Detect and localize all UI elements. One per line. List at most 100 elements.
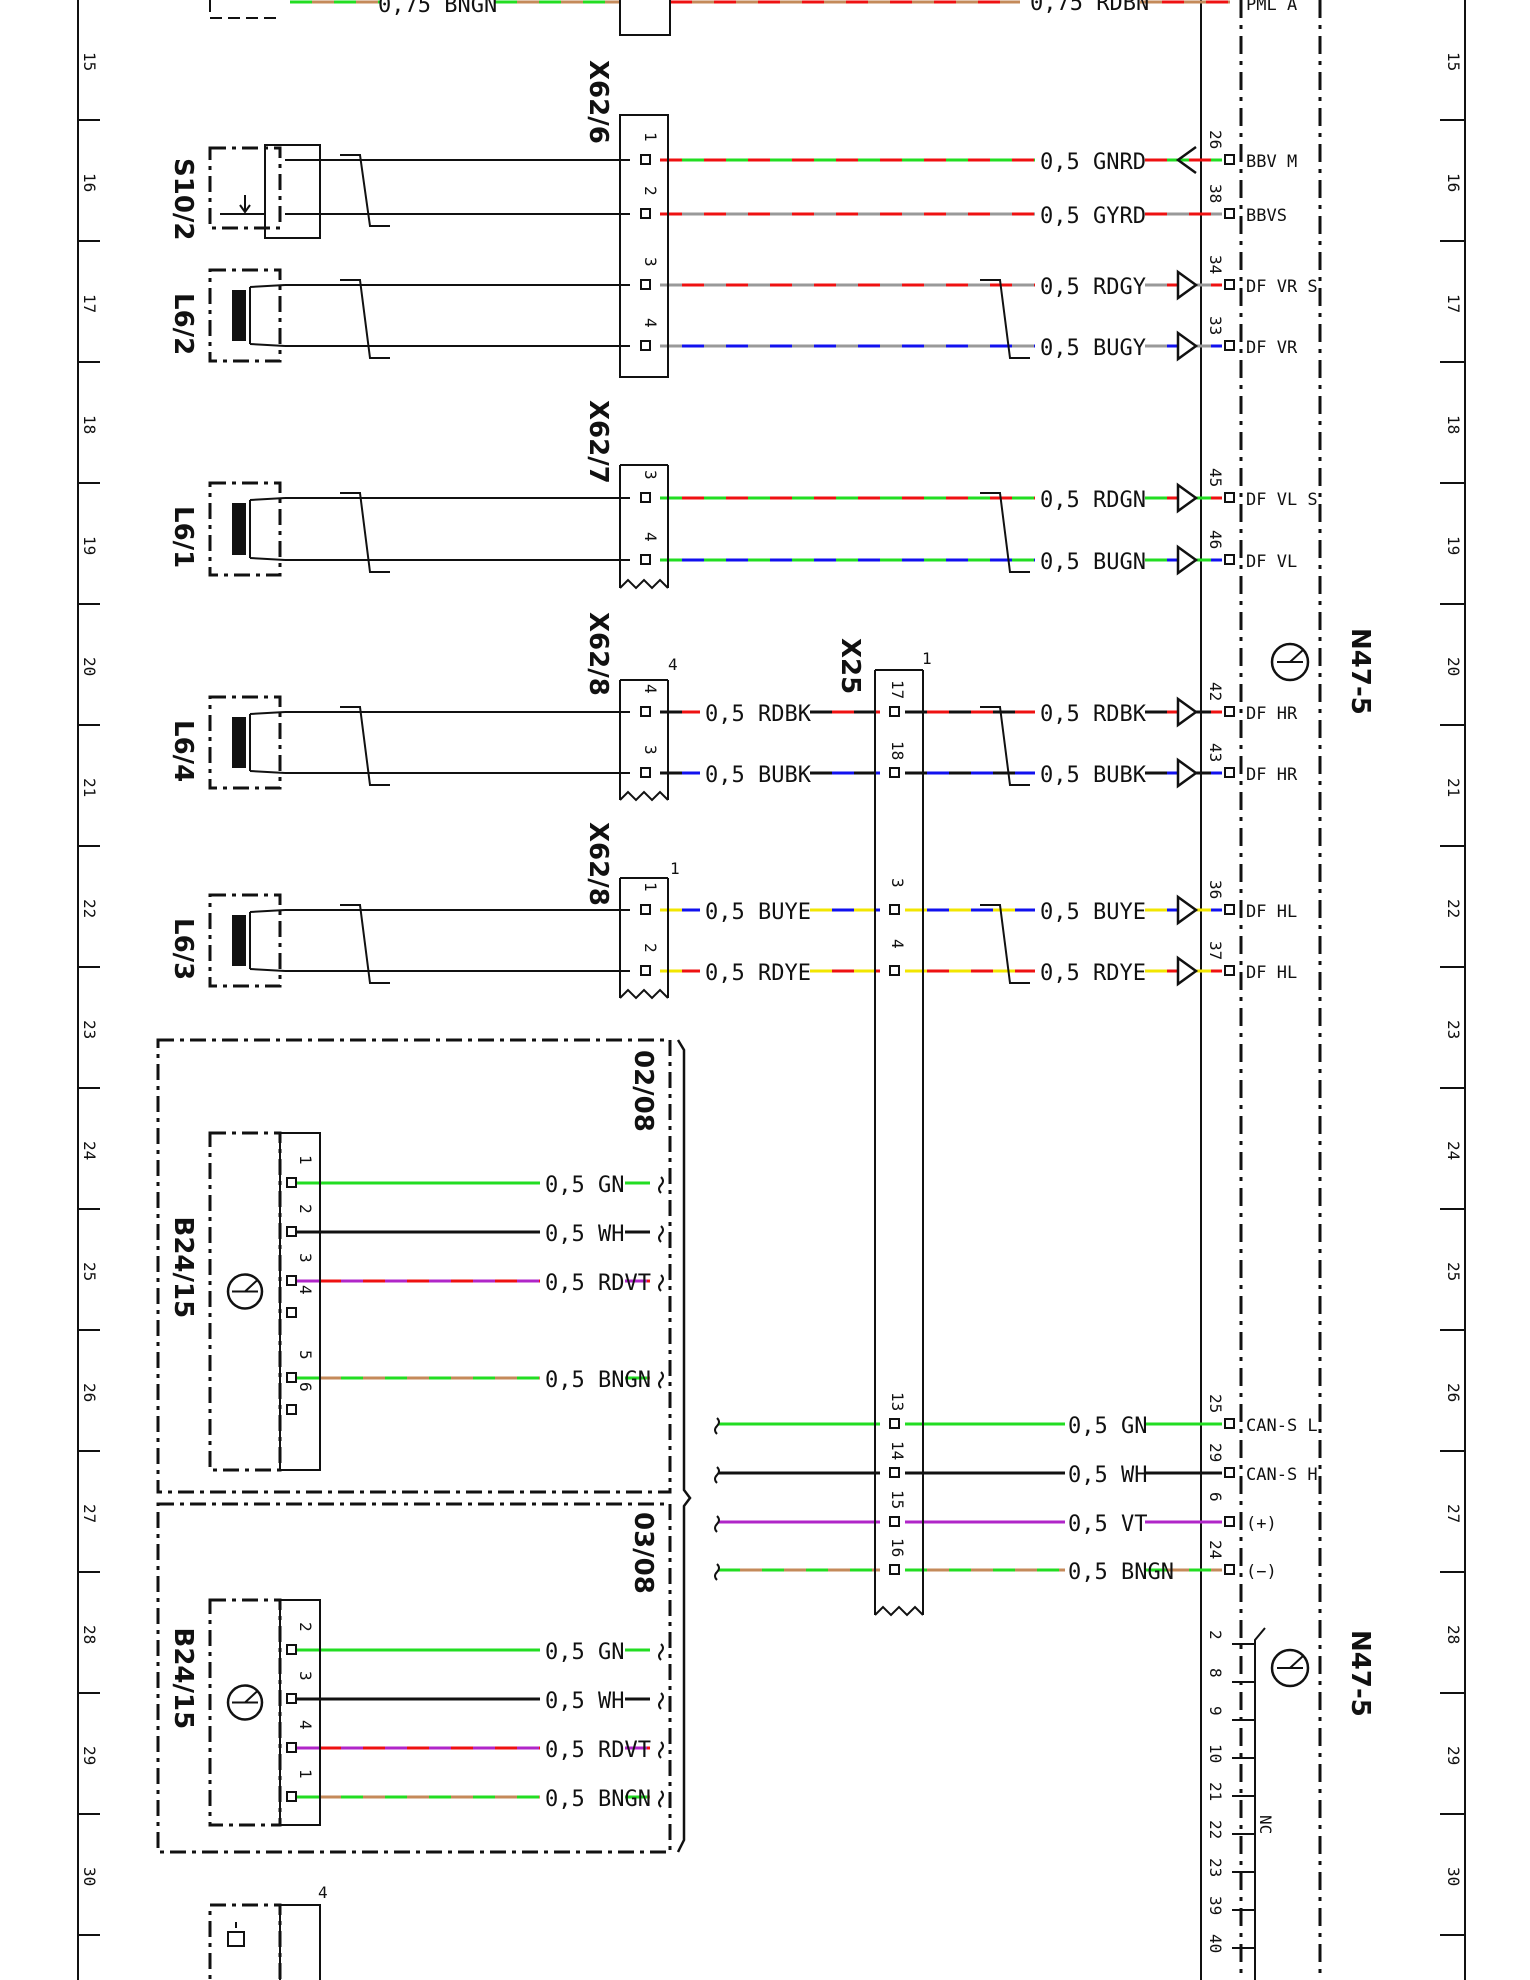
ecu-signal-name: (−): [1246, 1562, 1277, 1582]
coil-lead-top: [249, 497, 286, 501]
wire-label-left: 0,5 RDBK: [705, 702, 812, 727]
connector-pin-number: 4: [641, 532, 660, 542]
arrow-right-icon: [1176, 696, 1199, 728]
sensor-wire-label: 0,5 BNGN: [545, 1787, 651, 1812]
pin-terminal: [1224, 904, 1235, 915]
coil-lead-bottom: [249, 343, 286, 347]
pin-terminal: [286, 1693, 297, 1704]
wire-label: 0,5 GYRD: [1040, 204, 1146, 229]
x25-pin-number: 13: [888, 1392, 907, 1411]
component-l6-4: L6/4: [168, 720, 198, 782]
pin-terminal: [640, 154, 651, 165]
component-l6-1: L6/1: [168, 506, 198, 568]
ecu-pin-number: 33: [1206, 316, 1225, 335]
sensor-wire-label: 0,5 WH: [545, 1689, 624, 1714]
b24-15-b-pinstrip: [279, 1599, 321, 1826]
row-number-right: 15: [1444, 52, 1463, 71]
row-number-left: 17: [80, 294, 99, 313]
nc-pin-number: 40: [1206, 1934, 1225, 1953]
nc-pin-number: 22: [1206, 1820, 1225, 1839]
ecu-signal-name: DF VR S: [1246, 277, 1318, 297]
l6-2-box: [208, 268, 282, 363]
row-number-left: 24: [80, 1141, 99, 1160]
wire-break-icon: [658, 1643, 664, 1661]
top-left-wire-label: 0,75 BNGN: [378, 0, 497, 18]
wire-break-icon: [714, 1515, 720, 1533]
page-frame: [77, 0, 1466, 1980]
sensor-symbol-icon: [226, 1273, 264, 1310]
row-number-right: 29: [1444, 1746, 1463, 1765]
bus-wire-label: 0,5 GN: [1068, 1414, 1147, 1439]
row-number-right: 20: [1444, 657, 1463, 676]
wire-label: 0,5 RDYE: [1040, 961, 1146, 986]
ecu-pin-number: 24: [1206, 1540, 1225, 1559]
pin-terminal: [1224, 767, 1235, 778]
coil-lead-top: [249, 909, 286, 913]
connector-pin-number: 3: [641, 470, 660, 480]
s10-2-box: [208, 146, 282, 230]
sensor-pin-number: 5: [296, 1350, 315, 1360]
x25-pin-number: 14: [888, 1441, 907, 1460]
nc-pin-number: 2: [1206, 1630, 1225, 1640]
connector-x62-8a-label: X62/8: [583, 612, 613, 696]
pin-terminal: [889, 1516, 900, 1527]
wire-break-icon: [658, 1692, 664, 1710]
arrow-right-icon: [1176, 269, 1199, 301]
row-number-left: 16: [80, 173, 99, 192]
pin-terminal: [889, 1418, 900, 1429]
bottom-partial-box: [208, 1903, 282, 1980]
connector-pin-number: 2: [641, 943, 660, 953]
nc-pin-number: 8: [1206, 1668, 1225, 1678]
x25-pin-number: 17: [888, 680, 907, 699]
row-number-right: 18: [1444, 415, 1463, 434]
pin-terminal: [640, 904, 651, 915]
arrow-left-icon: [1175, 145, 1197, 175]
wire-break-icon: [658, 1371, 664, 1389]
connector-continuation-icon: [619, 988, 669, 1000]
nc-pin-number: 39: [1206, 1896, 1225, 1915]
row-number-left: 15: [80, 52, 99, 71]
coil-core-icon: [232, 717, 246, 768]
ecu-pin-number: 6: [1206, 1492, 1225, 1502]
sensor-pin-number: 4: [296, 1720, 315, 1730]
ecu-pin-number: 38: [1206, 184, 1225, 203]
row-number-right: 17: [1444, 294, 1463, 313]
pin-terminal: [1224, 279, 1235, 290]
wire-label: 0,5 BUGY: [1040, 336, 1146, 361]
group-lower-date: 03/08: [628, 1512, 658, 1594]
wire-label: 0,5 RDGY: [1040, 275, 1146, 300]
sensor-pin-number: 2: [296, 1204, 315, 1214]
row-number-left: 27: [80, 1504, 99, 1523]
pin-terminal: [1224, 965, 1235, 976]
row-number-left: 20: [80, 657, 99, 676]
pin-terminal: [1224, 1564, 1235, 1575]
pin-terminal: [1224, 554, 1235, 565]
wire-break-icon: [658, 1274, 664, 1292]
connector-pin-number: 1: [641, 132, 660, 142]
component-b24-15-a: B24/15: [168, 1217, 198, 1319]
row-number-right: 30: [1444, 1867, 1463, 1886]
pin-terminal: [640, 340, 651, 351]
connector-x62-7-body: [619, 464, 669, 588]
group-upper-box: [156, 1038, 672, 1494]
switch-arrow-icon: [239, 195, 251, 214]
pin-terminal: [286, 1275, 297, 1286]
sensor-symbol-icon: [226, 1684, 264, 1721]
row-number-left: 22: [80, 899, 99, 918]
ecu-signal-name: DF HR: [1246, 704, 1298, 724]
x25-pin-number: 16: [888, 1538, 907, 1557]
row-number-left: 25: [80, 1262, 99, 1281]
sensor-pin-number: 4: [296, 1285, 315, 1295]
sensor-wire-label: 0,5 GN: [545, 1640, 624, 1665]
ecu-pin-number: 36: [1206, 880, 1225, 899]
pin-terminal: [1224, 208, 1235, 219]
arrow-right-icon: [1176, 482, 1199, 514]
pin-terminal: [640, 279, 651, 290]
sensor-wire-label: 0,5 WH: [545, 1222, 624, 1247]
row-number-right: 22: [1444, 899, 1463, 918]
ecu-signal-name: BBVS: [1246, 206, 1287, 226]
pin-terminal: [286, 1177, 297, 1188]
twisted-pair-marker: [980, 279, 1030, 359]
component-n47-5-b: N47-5: [1345, 1630, 1375, 1717]
row-number-right: 24: [1444, 1141, 1463, 1160]
